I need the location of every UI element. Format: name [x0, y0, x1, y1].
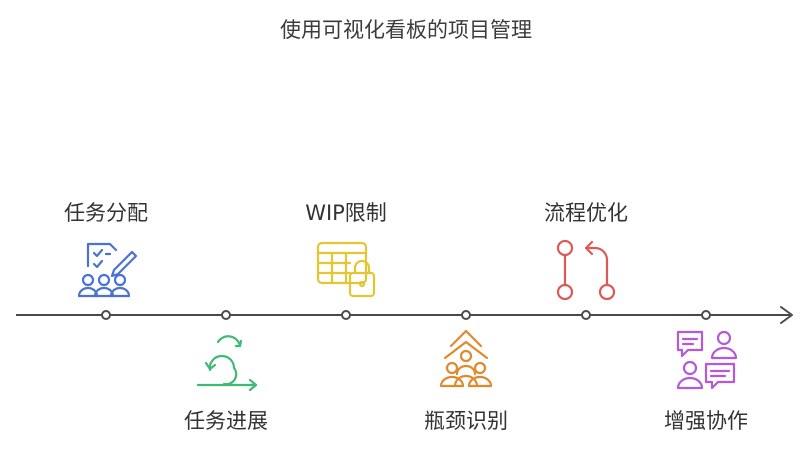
process-flow-icon — [556, 239, 616, 301]
bottleneck-group-icon — [439, 329, 493, 388]
stage-label-process-optimization: 流程优化 — [544, 201, 628, 225]
timeline-node-3 — [341, 310, 351, 320]
timeline-arrowhead — [780, 306, 793, 324]
diagram-title: 使用可视化看板的项目管理 — [280, 18, 532, 42]
collaboration-chat-icon — [676, 330, 738, 390]
stage-label-task-assignment: 任务分配 — [64, 201, 148, 225]
locked-table-icon — [316, 241, 376, 298]
timeline-node-4 — [461, 310, 471, 320]
stage-label-bottleneck: 瓶颈识别 — [424, 409, 508, 433]
timeline-node-5 — [581, 310, 591, 320]
timeline-node-1 — [101, 310, 111, 320]
timeline-node-6 — [701, 310, 711, 320]
progress-loop-icon — [196, 335, 258, 392]
stage-label-collaboration: 增强协作 — [664, 409, 748, 433]
stage-label-wip-limit: WIP限制 — [305, 201, 387, 225]
task-assignment-icon — [77, 242, 138, 298]
stage-label-task-progress: 任务进展 — [184, 409, 268, 433]
timeline-node-2 — [221, 310, 231, 320]
